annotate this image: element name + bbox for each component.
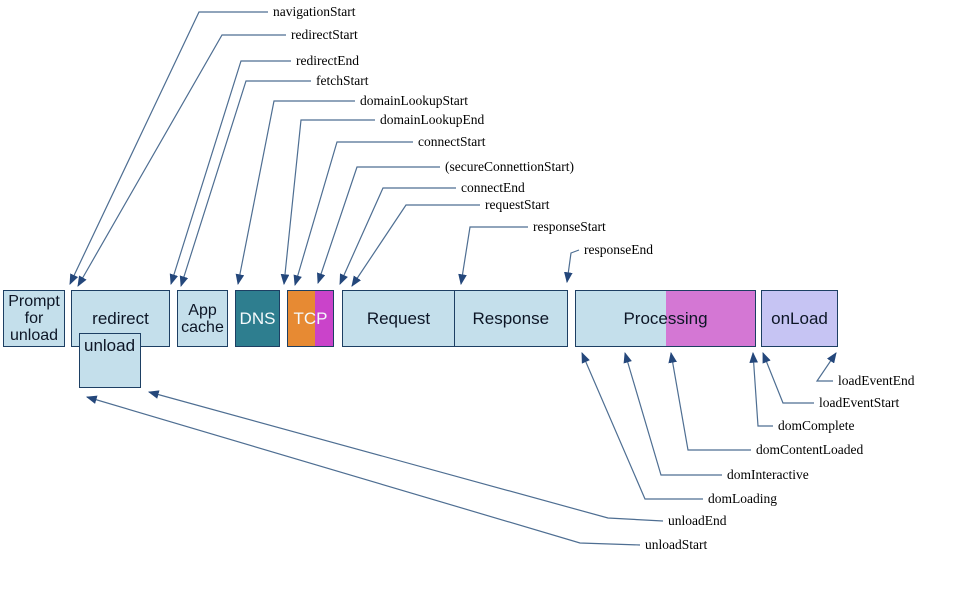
event-label-domLoading: domLoading [708, 491, 777, 506]
phase-box-label: Request [366, 309, 431, 328]
leader-line-domainLookupStart [235, 100, 355, 286]
phase-box-prompt-for-unload: Prompt for unload [3, 290, 65, 347]
leader-line-domLoading [581, 352, 703, 500]
phase-box-label: TCP [293, 309, 328, 328]
leader-line-domainLookupEnd [280, 119, 375, 286]
phase-box-tcp: TCP [287, 290, 334, 347]
phase-box-app-cache: App cache [177, 290, 228, 347]
leader-line-redirectEnd [169, 60, 291, 286]
event-label-connectStart: connectStart [418, 134, 486, 149]
phase-box-label: unload [84, 336, 136, 355]
leader-line-loadEventEnd [815, 352, 837, 382]
leader-line-unloadEnd [147, 390, 664, 522]
phase-box-label: onLoad [771, 309, 828, 328]
leader-line-connectEnd [339, 187, 456, 285]
event-label-domainLookupStart: domainLookupStart [360, 93, 468, 108]
event-label-loadEventStart: loadEventStart [819, 395, 900, 410]
phase-box-label: Prompt for unload [8, 293, 60, 344]
event-label-connectEnd: connectEnd [461, 180, 525, 195]
leader-line-responseEnd [564, 249, 580, 284]
phase-box-request: Request [342, 290, 455, 347]
phase-box-label: Response [472, 309, 550, 328]
phase-box-label: Processing [623, 309, 708, 328]
phase-box-dns: DNS [235, 290, 280, 347]
event-label-loadEventEnd: loadEventEnd [838, 373, 915, 388]
leader-line-fetchStart [179, 80, 311, 288]
event-label-requestStart: requestStart [485, 197, 550, 212]
event-label-redirectStart: redirectStart [291, 27, 358, 42]
phase-box-unload: unload [79, 333, 141, 388]
event-label-navigationStart: navigationStart [273, 4, 356, 19]
leader-line-redirectStart [77, 34, 286, 287]
phase-box-response: Response [453, 290, 568, 347]
event-label-domainLookupEnd: domainLookupEnd [380, 112, 485, 127]
leader-line-responseStart [458, 226, 528, 286]
event-label-unloadEnd: unloadEnd [668, 513, 727, 528]
event-label-domInteractive: domInteractive [727, 467, 809, 482]
event-label-domContentLoaded: domContentLoaded [756, 442, 864, 457]
leader-line-loadEventStart [762, 351, 814, 404]
leader-line-secureConnettionStart [317, 166, 440, 285]
event-label-unloadStart: unloadStart [645, 537, 708, 552]
event-label-domComplete: domComplete [778, 418, 855, 433]
leader-line-domInteractive [623, 351, 722, 476]
phase-box-processing: Processing [575, 290, 756, 347]
leader-line-domContentLoaded [668, 351, 751, 451]
leader-line-unloadStart [85, 395, 641, 546]
phase-box-onload: onLoad [761, 290, 838, 347]
event-label-responseStart: responseStart [533, 219, 606, 234]
leader-line-domComplete [749, 351, 773, 427]
phase-box-label: redirect [92, 309, 149, 328]
leader-line-navigationStart [69, 11, 268, 285]
event-label-redirectEnd: redirectEnd [296, 53, 359, 68]
event-label-secureConnettionStart: (secureConnettionStart) [445, 159, 574, 174]
leader-line-requestStart [351, 204, 480, 287]
event-label-responseEnd: responseEnd [584, 242, 653, 257]
event-label-fetchStart: fetchStart [316, 73, 369, 88]
leader-line-connectStart [293, 141, 413, 287]
phase-box-label: App cache [181, 301, 224, 336]
phase-box-label: DNS [239, 309, 276, 328]
